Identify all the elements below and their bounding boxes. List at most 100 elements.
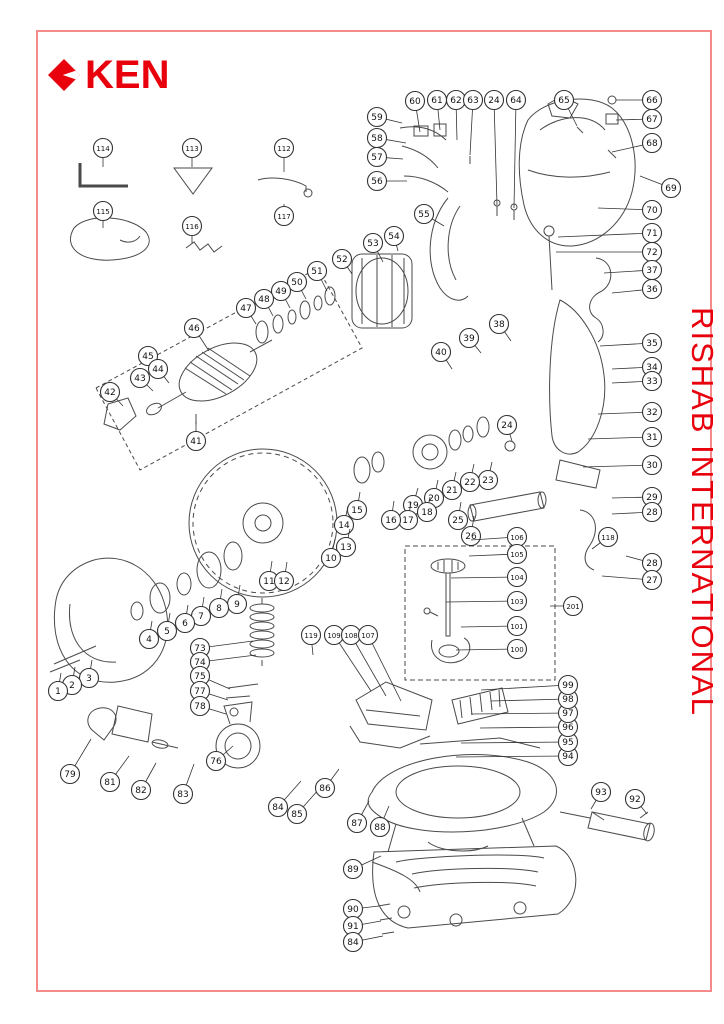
svg-text:107: 107 bbox=[361, 632, 374, 640]
svg-text:104: 104 bbox=[510, 574, 524, 582]
part-balloon-65: 65 bbox=[553, 89, 578, 127]
part-balloon-44: 44 bbox=[147, 358, 170, 384]
part-balloon-84: 84 bbox=[267, 780, 302, 818]
part-balloon-113: 113 bbox=[181, 137, 203, 167]
svg-text:82: 82 bbox=[135, 786, 146, 796]
svg-text:5: 5 bbox=[164, 627, 170, 637]
part-balloon-114: 114 bbox=[92, 137, 114, 167]
part-balloon-98: 98 bbox=[490, 688, 579, 710]
svg-text:58: 58 bbox=[371, 134, 383, 144]
svg-text:84: 84 bbox=[272, 803, 284, 813]
svg-text:85: 85 bbox=[291, 810, 302, 820]
part-balloon-55: 55 bbox=[413, 203, 445, 227]
svg-text:67: 67 bbox=[646, 115, 657, 125]
svg-text:116: 116 bbox=[185, 223, 199, 231]
part-balloon-201: 201 bbox=[550, 595, 584, 617]
part-balloon-92: 92 bbox=[624, 788, 648, 815]
part-balloon-14: 14 bbox=[333, 505, 355, 536]
svg-text:73: 73 bbox=[194, 644, 205, 654]
part-balloon-100: 100 bbox=[455, 638, 528, 660]
svg-text:48: 48 bbox=[258, 295, 270, 305]
svg-text:18: 18 bbox=[421, 508, 433, 518]
svg-text:99: 99 bbox=[562, 681, 574, 691]
part-balloon-118: 118 bbox=[591, 526, 619, 550]
parts-drawing bbox=[49, 95, 655, 935]
part-balloon-54: 54 bbox=[383, 225, 405, 252]
svg-text:105: 105 bbox=[510, 551, 523, 559]
svg-text:46: 46 bbox=[188, 324, 200, 334]
svg-text:74: 74 bbox=[194, 658, 206, 668]
svg-text:20: 20 bbox=[428, 494, 440, 504]
part-balloon-77: 77 bbox=[189, 680, 229, 702]
part-balloon-31: 31 bbox=[587, 426, 663, 448]
part-balloon-40: 40 bbox=[430, 341, 453, 370]
part-balloon-53: 53 bbox=[362, 232, 384, 263]
svg-text:88: 88 bbox=[374, 823, 386, 833]
svg-text:12: 12 bbox=[278, 577, 289, 587]
svg-text:75: 75 bbox=[194, 672, 205, 682]
svg-text:1: 1 bbox=[55, 687, 61, 697]
svg-text:60: 60 bbox=[409, 97, 421, 107]
svg-text:10: 10 bbox=[325, 554, 337, 564]
part-balloon-103: 103 bbox=[445, 590, 528, 612]
svg-text:70: 70 bbox=[646, 206, 658, 216]
part-balloon-9: 9 bbox=[226, 584, 248, 615]
svg-text:95: 95 bbox=[562, 738, 573, 748]
svg-text:69: 69 bbox=[665, 184, 677, 194]
svg-text:115: 115 bbox=[96, 208, 109, 216]
svg-text:7: 7 bbox=[198, 612, 204, 622]
svg-text:40: 40 bbox=[435, 348, 447, 358]
svg-text:36: 36 bbox=[646, 285, 658, 295]
svg-text:22: 22 bbox=[464, 478, 475, 488]
part-balloon-38: 38 bbox=[488, 313, 512, 342]
svg-text:15: 15 bbox=[351, 506, 362, 516]
svg-text:43: 43 bbox=[134, 374, 145, 384]
part-balloon-89: 89 bbox=[342, 855, 382, 880]
svg-text:84: 84 bbox=[347, 938, 359, 948]
part-balloon-107: 107 bbox=[357, 624, 402, 702]
svg-text:45: 45 bbox=[142, 352, 153, 362]
part-balloon-46: 46 bbox=[183, 317, 210, 352]
svg-text:50: 50 bbox=[291, 278, 303, 288]
ken-logo-diamond-icon bbox=[48, 59, 80, 91]
part-balloon-13: 13 bbox=[335, 528, 357, 558]
svg-text:21: 21 bbox=[446, 486, 457, 496]
svg-text:113: 113 bbox=[185, 145, 198, 153]
part-balloon-24: 24 bbox=[496, 414, 518, 442]
part-balloon-76: 76 bbox=[205, 745, 234, 772]
part-balloon-94: 94 bbox=[455, 745, 579, 767]
part-balloon-86: 86 bbox=[314, 768, 340, 799]
part-balloon-43: 43 bbox=[129, 367, 154, 392]
part-balloon-117: 117 bbox=[273, 204, 295, 227]
svg-text:79: 79 bbox=[64, 770, 76, 780]
part-balloon-16: 16 bbox=[380, 500, 402, 531]
part-balloon-95: 95 bbox=[460, 731, 579, 753]
svg-text:103: 103 bbox=[510, 598, 523, 606]
part-balloon-23: 23 bbox=[477, 461, 499, 491]
part-balloon-12: 12 bbox=[273, 561, 295, 592]
svg-text:87: 87 bbox=[351, 819, 362, 829]
svg-text:68: 68 bbox=[646, 139, 658, 149]
svg-text:55: 55 bbox=[418, 210, 429, 220]
svg-text:118: 118 bbox=[601, 534, 614, 542]
svg-text:98: 98 bbox=[562, 695, 574, 705]
part-balloon-68: 68 bbox=[611, 132, 663, 154]
part-balloon-52: 52 bbox=[331, 248, 353, 275]
svg-text:63: 63 bbox=[467, 96, 478, 106]
part-balloon-101: 101 bbox=[460, 615, 528, 637]
svg-text:25: 25 bbox=[452, 516, 463, 526]
part-balloon-69: 69 bbox=[639, 175, 682, 199]
part-balloon-58: 58 bbox=[366, 127, 407, 149]
ken-logo: KEN bbox=[48, 55, 169, 95]
part-balloon-18: 18 bbox=[416, 496, 438, 523]
part-balloon-4: 4 bbox=[138, 620, 160, 650]
part-balloon-119: 119 bbox=[300, 624, 322, 656]
svg-text:31: 31 bbox=[646, 433, 657, 443]
svg-text:78: 78 bbox=[194, 702, 206, 712]
part-balloon-116: 116 bbox=[181, 215, 203, 243]
svg-text:72: 72 bbox=[646, 248, 657, 258]
part-balloon-33: 33 bbox=[611, 370, 663, 392]
svg-text:117: 117 bbox=[277, 213, 290, 221]
svg-text:14: 14 bbox=[338, 521, 350, 531]
